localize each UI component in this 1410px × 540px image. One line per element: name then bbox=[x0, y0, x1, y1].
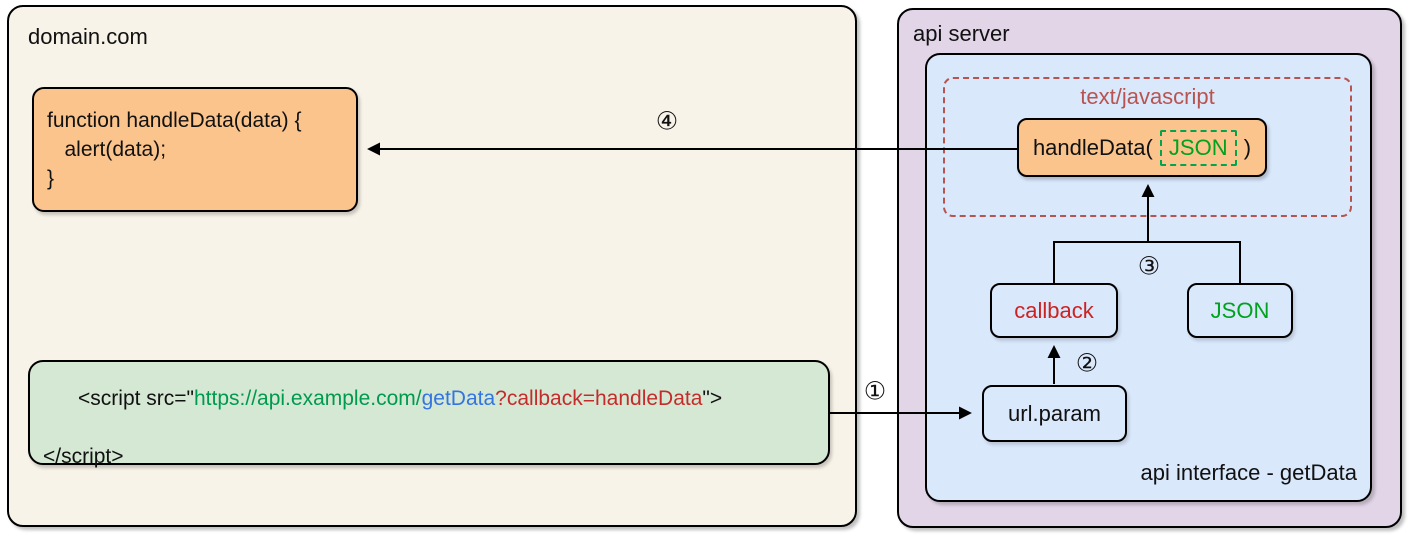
step-3-badge: ③ bbox=[1137, 251, 1161, 281]
script-src-query: ?callback=handleData bbox=[495, 386, 703, 410]
domain-panel-title: domain.com bbox=[28, 24, 148, 49]
script-src-url: https://api.example.com/ bbox=[194, 386, 422, 410]
json-argument-chip: JSON bbox=[1159, 129, 1237, 166]
function-code-line-2: alert(data); bbox=[47, 138, 167, 161]
function-code-line-1: function handleData(data) { bbox=[47, 109, 302, 132]
script-src-suffix: "> bbox=[702, 386, 723, 410]
json-node: JSON bbox=[1187, 283, 1293, 338]
callback-node: callback bbox=[990, 283, 1118, 338]
script-code-line-1: <script src="https://api.example.com/get… bbox=[43, 355, 828, 442]
text-javascript-label: text/javascript bbox=[1080, 84, 1215, 109]
script-src-path: getData bbox=[421, 386, 496, 410]
handle-data-function-box: function handleData(data) { alert(data);… bbox=[32, 87, 358, 212]
handle-data-call-box: handleData( JSON ) bbox=[1017, 118, 1267, 177]
url-param-node: url.param bbox=[982, 385, 1127, 442]
handler-call-prefix: handleData( bbox=[1032, 134, 1159, 160]
script-code-line-2: </script> bbox=[43, 444, 124, 468]
handler-call-suffix: ) bbox=[1237, 134, 1252, 160]
function-code-line-3: } bbox=[47, 167, 55, 190]
api-server-title: api server bbox=[913, 21, 1010, 46]
step-2-badge: ② bbox=[1075, 348, 1099, 378]
step-4-badge: ④ bbox=[655, 106, 679, 136]
script-src-prefix: <script src=" bbox=[78, 386, 194, 410]
step-1-badge: ① bbox=[863, 376, 887, 406]
script-tag-box: <script src="https://api.example.com/get… bbox=[28, 360, 830, 468]
api-interface-label: api interface - getData bbox=[1140, 460, 1357, 485]
